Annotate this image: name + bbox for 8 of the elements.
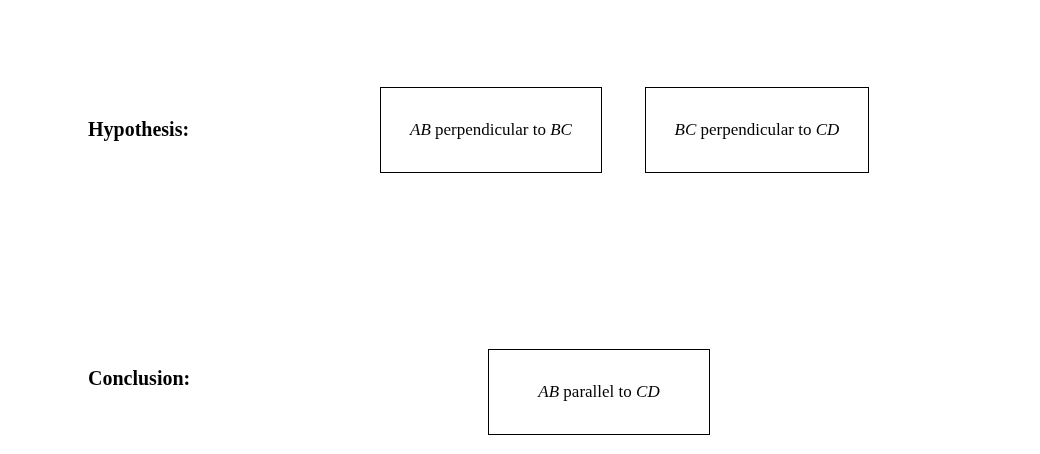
statement-box [645, 87, 869, 173]
statement-box [488, 349, 710, 435]
section-label: Conclusion: [88, 367, 191, 390]
statement-text: BC perpendicular to CD [674, 120, 840, 140]
statement-text: AB perpendicular to BC [410, 120, 572, 140]
statement-text: AB parallel to CD [538, 382, 660, 402]
section-label: Hypothesis: [88, 118, 190, 141]
statement-box [380, 87, 602, 173]
